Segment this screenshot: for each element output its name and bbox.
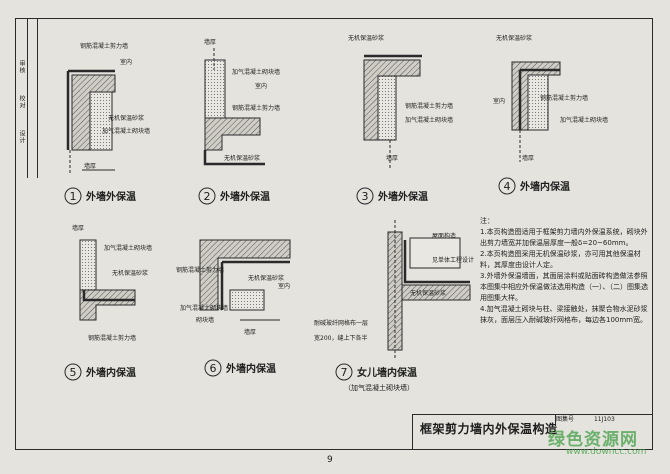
detail-7-label: 无机保温砂浆 [410, 289, 446, 297]
detail-1-caption: 外墙外保温 [85, 190, 136, 203]
detail-5-label: 钢筋混凝土剪力墙 [88, 334, 136, 342]
detail-1-number: 1 [70, 190, 77, 203]
detail-2-number: 2 [204, 190, 211, 203]
detail-3-label: 钢筋混凝土剪力墙 [405, 102, 453, 110]
detail-4-label: 墙厚 [522, 154, 534, 162]
detail-5-geometry [79, 239, 136, 321]
detail-number-circles [64, 177, 516, 381]
detail-1-label: 钢筋混凝土剪力墙 [80, 42, 128, 50]
atlas-label: 图集号 [556, 416, 575, 423]
note-item: 2.本页构造图采用无机保温砂浆，亦可用其他保温材料，其厚度由设计人定。 [480, 250, 641, 269]
detail-2-label: 钢筋混凝土剪力墙 [232, 104, 280, 112]
detail-7-label: 见单体工程设计 [432, 256, 474, 264]
detail-1-label: 加气混凝土砌块墙 [102, 127, 150, 135]
note-item: 1.本页构造图适用于框架剪力墙内外保温系统，砌块外出剪力墙宽并加保温层厚度一般δ… [480, 228, 648, 247]
detail-1-label: 室内 [120, 58, 132, 66]
detail-3-label: 加气混凝土砌块墙 [405, 116, 453, 124]
detail-4-geometry [511, 61, 561, 162]
detail-7-geometry [387, 220, 471, 360]
atlas-number-cell: 图集号 11J103 [555, 414, 654, 426]
detail-1-geometry [66, 69, 116, 175]
detail-1-label: 墙厚 [84, 162, 96, 170]
detail-3-caption: 外墙外保温 [377, 190, 428, 203]
detail-4-caption: 外墙内保温 [519, 180, 570, 193]
detail-7-label: 屋面构造 [432, 232, 456, 240]
detail-3-number: 3 [362, 190, 369, 203]
detail-6-label: 加气混凝土砌块墙 [180, 304, 228, 312]
margin-label-review: 审核 [18, 60, 25, 74]
detail-5-number: 5 [70, 366, 77, 379]
detail-6-label: 室内 [278, 282, 290, 290]
watermark-text: 绿色资源网 [548, 430, 638, 450]
margin-label-design: 设计 [18, 130, 25, 144]
detail-3-geometry [363, 54, 422, 170]
binding-column [27, 18, 38, 178]
sheet-title: 框架剪力墙内外保温构造 [420, 422, 558, 436]
detail-7-label: 耐碱玻纤网格布一层 [314, 319, 368, 327]
detail-2-label: 加气混凝土砌块墙 [232, 68, 280, 76]
page-number: 9 [327, 455, 333, 465]
detail-2-label: 室内 [255, 82, 267, 90]
detail-6-label: 砌块墙 [196, 316, 214, 324]
detail-6-label: 墙厚 [244, 328, 256, 336]
note-item: 4.加气混凝土砌块与柱、梁接触处，抹聚合物水泥砂浆抹灰，面层压入耐碱玻纤网格布，… [480, 305, 648, 324]
detail-6-caption: 外墙内保温 [225, 362, 276, 375]
detail-6-geometry [199, 239, 291, 321]
detail-4-label: 无机保温砂浆 [496, 34, 532, 42]
detail-2-label: 无机保温砂浆 [224, 154, 260, 162]
detail-3-label: 无机保温砂浆 [348, 34, 384, 42]
detail-6-label: 钢筋混凝土剪力墙 [176, 266, 224, 274]
binding-strip [15, 18, 28, 178]
note-item: 3.外墙外保温墙面，其面层涂料或贴面砖构造做法参照本图集中相应外保温做法选用构造… [480, 272, 648, 302]
title-block [412, 414, 653, 450]
detail-7-caption: 女儿墙内保温 [357, 366, 417, 379]
detail-7-subcaption: （加气混凝土砌块墙） [344, 383, 414, 392]
detail-1-label: 无机保温砂浆 [108, 114, 144, 122]
notes-block: 注： 1.本页构造图适用于框架剪力墙内外保温系统，砌块外出剪力墙宽并加保温层厚度… [480, 216, 652, 326]
detail-2-geometry [203, 48, 265, 166]
drawing-frame [15, 18, 653, 450]
detail-5-caption: 外墙内保温 [85, 366, 136, 379]
detail-5-label: 无机保温砂浆 [112, 269, 148, 277]
margin-label-check: 校对 [18, 95, 25, 109]
detail-2-label: 墙厚 [204, 38, 216, 46]
detail-4-label: 室内 [493, 97, 505, 105]
detail-2-caption: 外墙外保温 [219, 190, 270, 203]
detail-4-number: 4 [504, 180, 511, 193]
detail-5-label: 墙厚 [72, 224, 84, 232]
watermark-url: www.downcc.com [566, 447, 647, 457]
atlas-number: 11J103 [593, 416, 615, 423]
detail-6-label: 无机保温砂浆 [248, 274, 284, 282]
detail-7-label: 宽200，缝上下各半 [314, 334, 367, 342]
detail-6-number: 6 [210, 362, 217, 375]
detail-3-label: 墙厚 [386, 154, 398, 162]
notes-heading: 注： [480, 217, 494, 225]
detail-4-label: 加气混凝土砌块墙 [560, 116, 608, 124]
detail-7-number: 7 [341, 366, 348, 379]
detail-4-label: 钢筋混凝土剪力墙 [540, 94, 588, 102]
detail-5-label: 加气混凝土砌块墙 [104, 244, 152, 252]
